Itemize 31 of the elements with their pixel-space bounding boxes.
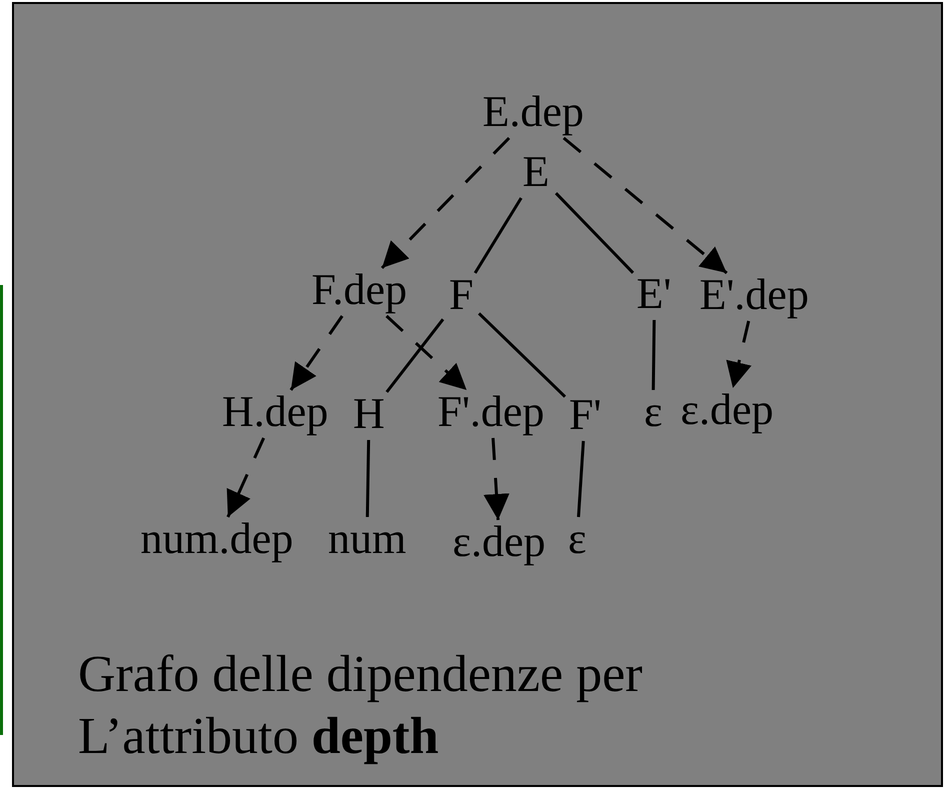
node-label: H <box>353 392 385 436</box>
tree-edge <box>386 318 444 393</box>
tree-edge <box>554 192 634 274</box>
node-label: num <box>328 517 406 561</box>
tree-edge <box>652 320 656 390</box>
node-label: F.dep <box>312 268 407 312</box>
dashed-arrow <box>484 438 510 520</box>
tree-edge <box>366 440 370 518</box>
node-label: F' <box>569 393 602 437</box>
node-label: F <box>449 273 474 317</box>
node-label: num.dep <box>140 517 294 561</box>
node-label: E <box>522 150 550 194</box>
dashed-arrow <box>380 136 510 270</box>
node-label: ε <box>644 390 662 434</box>
caption: Grafo delle dipendenze per L’attributo depth <box>78 645 644 767</box>
tree-edge <box>474 197 522 274</box>
dashed-arrow <box>290 315 344 391</box>
tree-edge <box>576 440 585 518</box>
dashed-arrow <box>562 136 728 274</box>
node-label: E'.dep <box>700 273 809 317</box>
node-label: ε.dep <box>452 520 546 564</box>
tree-edge <box>478 312 566 398</box>
node-label: F'.dep <box>438 390 544 434</box>
node-label: ε <box>568 517 586 561</box>
node-label: E' <box>636 272 672 316</box>
node-label: E.dep <box>482 90 584 134</box>
dashed-arrow <box>226 437 266 518</box>
dashed-arrow <box>386 314 468 392</box>
node-label: H.dep <box>222 390 328 434</box>
dashed-arrow <box>726 320 752 388</box>
node-label: ε.dep <box>680 388 774 432</box>
